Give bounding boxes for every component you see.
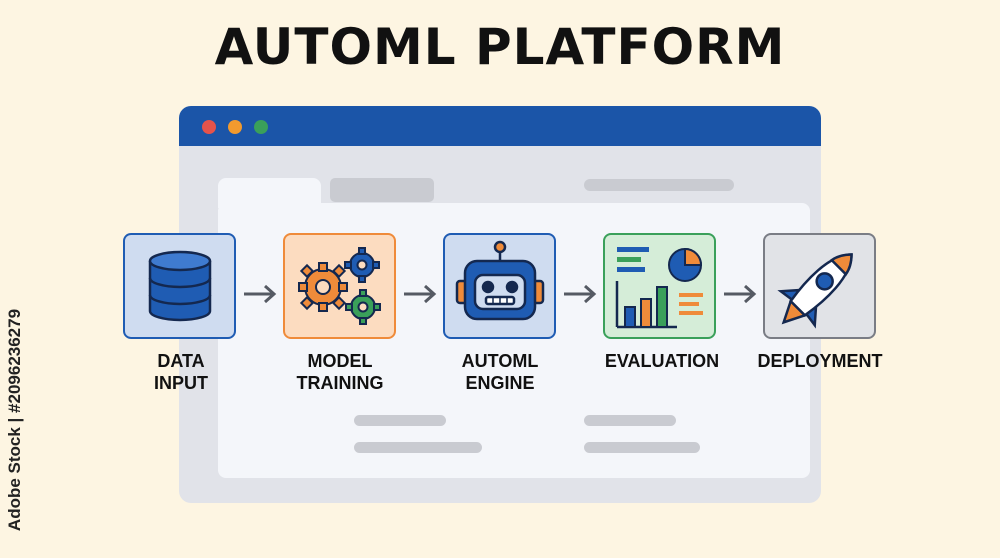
stock-watermark: Adobe Stock | #2096236279 xyxy=(0,300,30,550)
gears-icon xyxy=(298,247,381,325)
robot-icon xyxy=(455,240,545,321)
step-automl-engine xyxy=(443,233,556,339)
arrow-right-icon xyxy=(244,284,277,304)
placeholder-line xyxy=(584,442,700,453)
placeholder-line xyxy=(584,415,676,426)
placeholder-header-line xyxy=(584,179,734,191)
arrow-right-icon xyxy=(564,284,597,304)
placeholder-tab-bar xyxy=(330,178,434,202)
window-maximize-dot xyxy=(254,120,268,134)
step-label-evaluation: EVALUATION xyxy=(604,351,720,371)
watermark-text: Adobe Stock | #2096236279 xyxy=(5,308,24,532)
window-minimize-dot xyxy=(228,120,242,134)
window-close-dot xyxy=(202,120,216,134)
window-title-bar xyxy=(179,106,821,146)
arrow-right-icon xyxy=(724,284,757,304)
step-model-training xyxy=(283,233,396,339)
step-data-input xyxy=(123,233,236,339)
database-icon xyxy=(148,250,212,322)
placeholder-line xyxy=(354,442,482,453)
page-title: AUTOML PLATFORM xyxy=(214,18,786,76)
step-label-deployment: DEPLOYMENT xyxy=(757,351,883,371)
chart-report-icon xyxy=(615,247,703,329)
step-evaluation xyxy=(603,233,716,339)
arrow-right-icon xyxy=(404,284,437,304)
placeholder-line xyxy=(354,415,446,426)
rocket-icon xyxy=(777,253,853,329)
step-deployment xyxy=(763,233,876,339)
